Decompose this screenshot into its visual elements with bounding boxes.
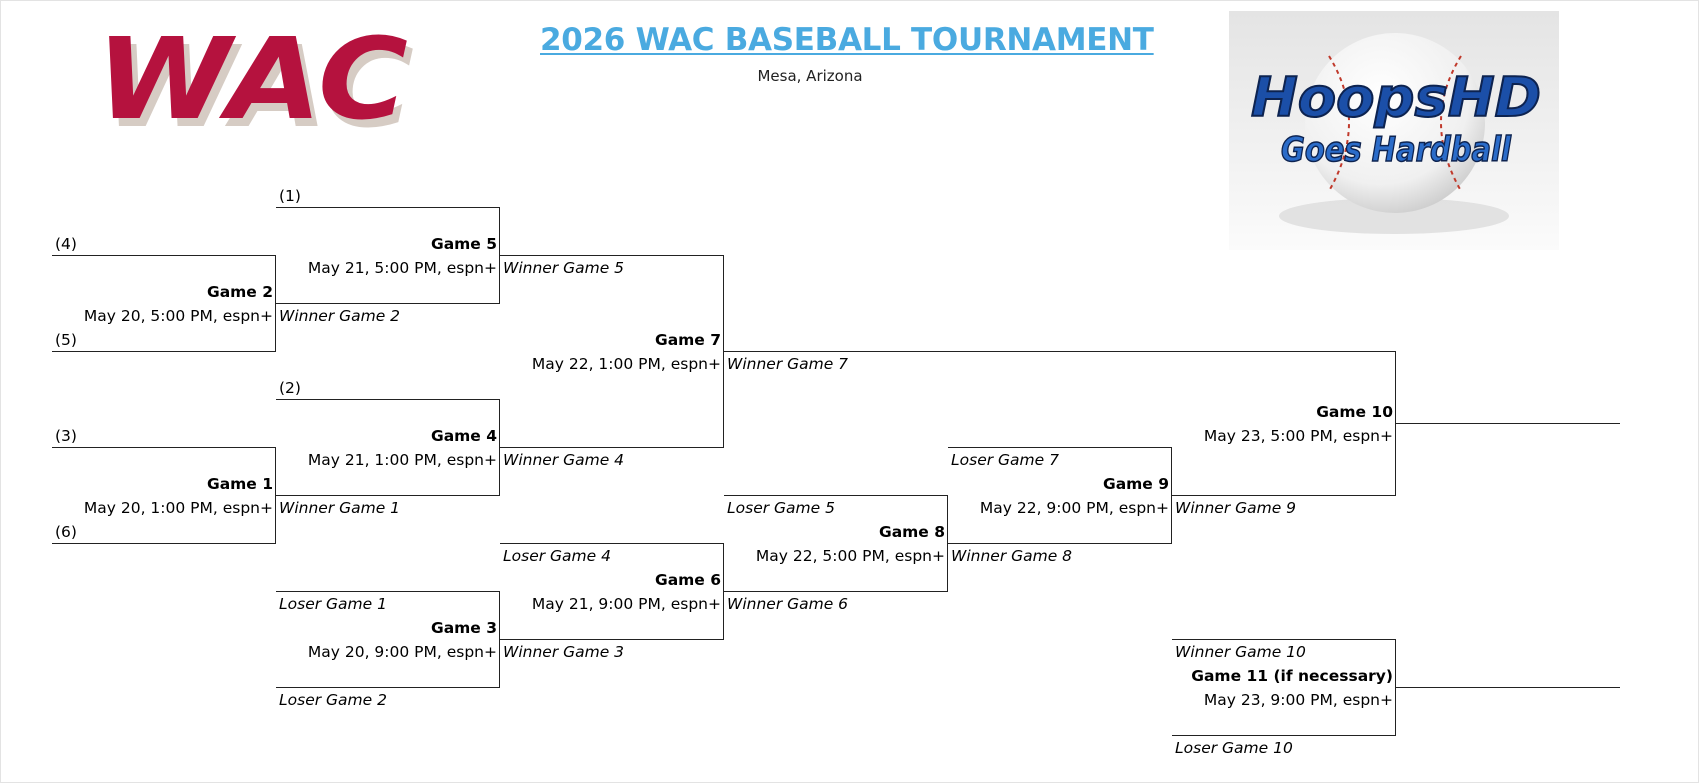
game8-connector — [947, 495, 948, 592]
winner-game6-slot: Winner Game 6 — [727, 595, 849, 613]
game9-connector — [1171, 447, 1172, 544]
game4-bottom-line — [276, 495, 500, 496]
game7-bottom-line — [500, 447, 724, 448]
winner-game1-slot: Winner Game 1 — [279, 499, 401, 517]
game3-connector — [499, 591, 500, 688]
winner-game5-slot: Winner Game 5 — [503, 259, 625, 277]
game2-bottom-line — [52, 351, 276, 352]
game6-top-line — [500, 543, 724, 544]
game11-top-line — [1172, 639, 1396, 640]
game5-bottom-line — [276, 303, 500, 304]
game2-connector — [275, 255, 276, 352]
winner-game9-slot: Winner Game 9 — [1175, 499, 1297, 517]
game7-top-line — [500, 255, 724, 256]
game5-label: Game 5 — [430, 235, 497, 253]
game6-connector — [723, 543, 724, 640]
game3-label: Game 3 — [430, 619, 497, 637]
game2-time: May 20, 5:00 PM, espn+ — [83, 307, 273, 325]
game1-bottom-line — [52, 543, 276, 544]
game5-top-line — [276, 207, 500, 208]
game10-result-line — [1396, 423, 1620, 424]
game10-connector — [1395, 351, 1396, 496]
game6-bottom-line — [500, 639, 724, 640]
loser-game10-slot: Loser Game 10 — [1175, 739, 1293, 757]
wac-logo: WAC WAC — [96, 30, 414, 136]
game7-label: Game 7 — [654, 331, 721, 349]
winner-game8-slot: Winner Game 8 — [951, 547, 1073, 565]
game4-time: May 21, 1:00 PM, espn+ — [307, 451, 497, 469]
winner-game2-slot: Winner Game 2 — [279, 307, 401, 325]
game1-top-line — [52, 447, 276, 448]
seed-1: (1) — [279, 187, 301, 205]
seed-4: (4) — [55, 235, 77, 253]
game10-label: Game 10 — [1316, 403, 1393, 421]
game9-top-line — [948, 447, 1172, 448]
game10-time: May 23, 5:00 PM, espn+ — [1203, 427, 1393, 445]
hoopshd-logo-title: HoopsHD — [1251, 66, 1541, 129]
game1-label: Game 1 — [206, 475, 273, 493]
game10-bottom-line — [1172, 495, 1396, 496]
game1-time: May 20, 1:00 PM, espn+ — [83, 499, 273, 517]
game6-time: May 21, 9:00 PM, espn+ — [531, 595, 721, 613]
game8-top-line — [724, 495, 948, 496]
game4-connector — [499, 399, 500, 496]
loser-game5-slot: Loser Game 5 — [727, 499, 835, 517]
game9-bottom-line — [948, 543, 1172, 544]
game10-top-line — [724, 351, 1396, 352]
seed-6: (6) — [55, 523, 77, 541]
baseball-icon — [1305, 33, 1485, 213]
winner-game10-slot: Winner Game 10 — [1175, 643, 1306, 661]
loser-game7-slot: Loser Game 7 — [951, 451, 1059, 469]
game8-label: Game 8 — [878, 523, 945, 541]
game5-time: May 21, 5:00 PM, espn+ — [307, 259, 497, 277]
game8-bottom-line — [724, 591, 948, 592]
game11-time: May 23, 9:00 PM, espn+ — [1203, 691, 1393, 709]
game11-connector — [1395, 639, 1396, 736]
game6-label: Game 6 — [654, 571, 721, 589]
game9-label: Game 9 — [1102, 475, 1169, 493]
game3-time: May 20, 9:00 PM, espn+ — [307, 643, 497, 661]
seed-2: (2) — [279, 379, 301, 397]
game1-connector — [275, 447, 276, 544]
game4-label: Game 4 — [430, 427, 497, 445]
winner-game4-slot: Winner Game 4 — [503, 451, 625, 469]
seed-3: (3) — [55, 427, 77, 445]
hoopshd-logo: HoopsHD Goes Hardball — [1229, 11, 1559, 250]
game7-time: May 22, 1:00 PM, espn+ — [531, 355, 721, 373]
game11-label: Game 11 (if necessary) — [1191, 667, 1393, 685]
game3-top-line — [276, 591, 500, 592]
game11-bottom-line — [1172, 735, 1396, 736]
game5-connector — [499, 207, 500, 304]
loser-game2-slot: Loser Game 2 — [279, 691, 387, 709]
game11-result-line — [1396, 687, 1620, 688]
game3-bottom-line — [276, 687, 500, 688]
page-title: 2026 WAC BASEBALL TOURNAMENT — [540, 22, 1154, 58]
game9-time: May 22, 9:00 PM, espn+ — [979, 499, 1169, 517]
seed-5: (5) — [55, 331, 77, 349]
winner-game3-slot: Winner Game 3 — [503, 643, 625, 661]
game7-connector — [723, 255, 724, 448]
game4-top-line — [276, 399, 500, 400]
game8-time: May 22, 5:00 PM, espn+ — [755, 547, 945, 565]
hoopshd-logo-subtitle: Goes Hardball — [1281, 130, 1512, 170]
wac-logo-text: WAC — [96, 30, 408, 136]
loser-game4-slot: Loser Game 4 — [503, 547, 611, 565]
game2-top-line — [52, 255, 276, 256]
game2-label: Game 2 — [206, 283, 273, 301]
wac-logo-shadow: WAC — [102, 30, 414, 136]
location-subtitle: Mesa, Arizona — [757, 67, 863, 85]
loser-game1-slot: Loser Game 1 — [279, 595, 387, 613]
winner-game7-slot: Winner Game 7 — [727, 355, 849, 373]
